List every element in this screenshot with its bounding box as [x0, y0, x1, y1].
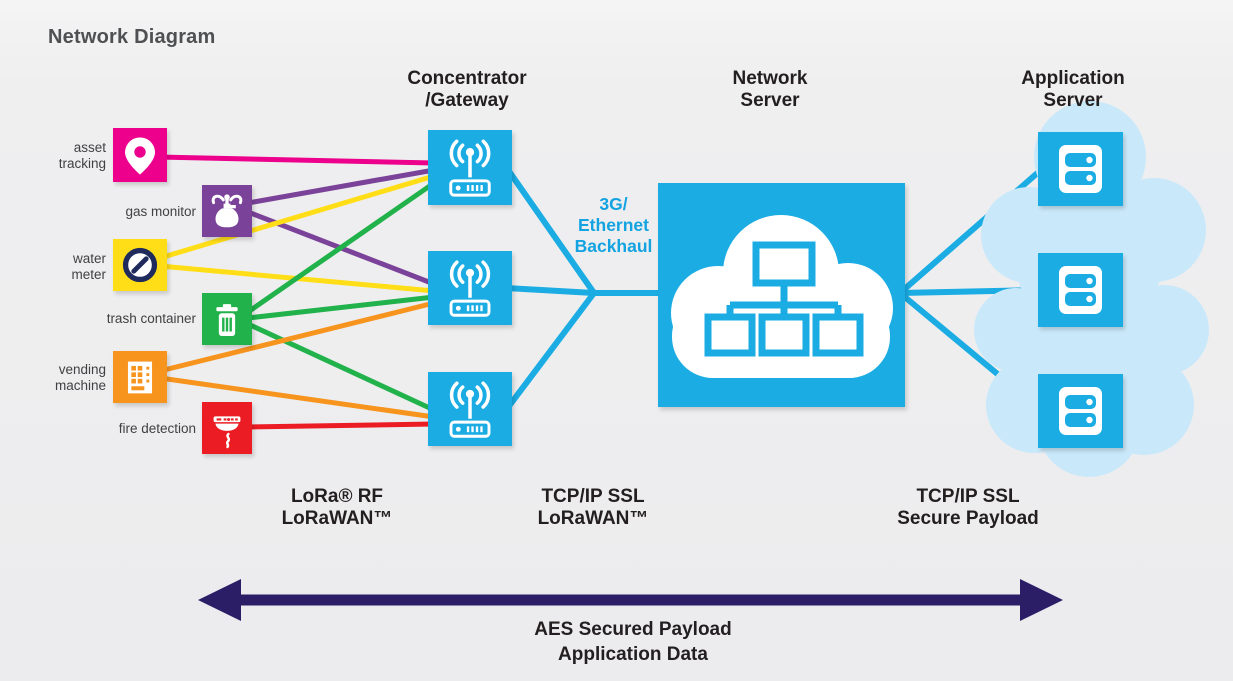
antenna-router-icon	[449, 381, 491, 438]
device-label-asset-tracking: asset tracking	[58, 140, 106, 172]
server-rack-icon	[1059, 387, 1102, 435]
server-rack-icon	[1059, 266, 1102, 314]
gateway-1	[428, 130, 512, 205]
network-server	[658, 183, 905, 407]
device-label-gas-monitor: gas monitor	[125, 204, 196, 219]
device-water-meter	[113, 239, 167, 291]
antenna-router-icon	[449, 260, 491, 317]
server-links	[898, 166, 1044, 414]
map-pin-icon	[125, 137, 155, 175]
aes-arrow-label: AES Secured Payload Application Data	[534, 619, 732, 665]
application-server-3	[1038, 374, 1123, 448]
smoke-detector-icon	[213, 416, 241, 449]
label-lora-rf: LoRa® RF LoRaWAN™	[281, 486, 393, 530]
device-trash-container	[202, 293, 252, 345]
application-server-1	[1038, 132, 1123, 206]
lora-links	[157, 154, 436, 430]
backhaul-label: 3G/ Ethernet Backhaul	[574, 194, 653, 256]
page-title: Network Diagram	[48, 26, 216, 48]
device-label-trash-container: trash container	[106, 311, 196, 326]
header-application-server: Application Server	[1021, 68, 1125, 112]
gateway-2	[428, 251, 512, 325]
vending-machine-icon	[127, 361, 153, 394]
trash-can-icon	[216, 304, 238, 336]
application-server-2	[1038, 253, 1123, 327]
antenna-router-icon	[449, 139, 491, 197]
cloud-hierarchy-icon	[671, 215, 893, 378]
device-asset-tracking	[113, 128, 167, 182]
device-label-fire-detection: fire detection	[118, 421, 196, 436]
label-tcpip-secure-payload: TCP/IP SSL Secure Payload	[897, 486, 1039, 530]
header-concentrator-gateway: Concentrator /Gateway	[407, 68, 527, 112]
header-network-server: Network Server	[732, 68, 808, 112]
label-tcpip-lorawan: TCP/IP SSL LoRaWAN™	[537, 486, 649, 530]
device-gas-monitor	[202, 185, 252, 237]
device-fire-detection	[202, 402, 252, 454]
gas-tank-icon	[211, 194, 243, 228]
meter-gauge-icon	[122, 247, 158, 283]
device-label-vending-machine: vending machine	[54, 362, 106, 394]
gateway-3	[428, 372, 512, 446]
device-vending-machine	[113, 351, 167, 403]
server-rack-icon	[1059, 145, 1102, 193]
device-label-water-meter: water meter	[71, 251, 106, 283]
